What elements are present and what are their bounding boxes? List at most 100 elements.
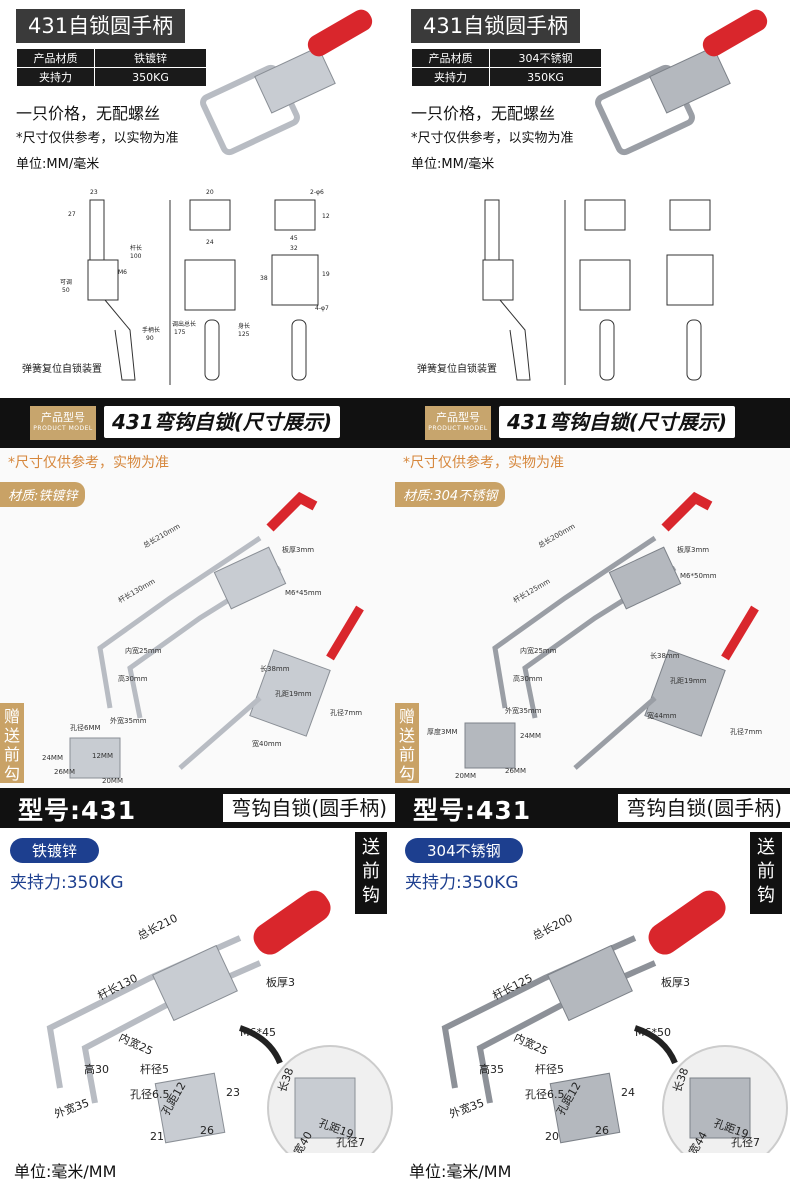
- dim-label: 手柄长: [142, 326, 160, 334]
- price-note: 一只价格，无配螺丝: [16, 104, 161, 123]
- model-desc: 弯钩自锁(圆手柄): [618, 794, 790, 822]
- model-tag-en: PRODUCT MODEL: [33, 425, 93, 432]
- unit-note: 单位:毫米/MM: [409, 1162, 512, 1181]
- dim-label: 孔径6.5: [130, 1088, 170, 1101]
- dim-label: 板厚3: [266, 975, 295, 989]
- dim-label: 长38mm: [260, 664, 290, 673]
- dimension-photo: 总长200mm 杆长125mm 板厚3mm M6*50mm 内宽25mm 高30…: [427, 491, 762, 780]
- dim-label: 总长210: [135, 911, 180, 943]
- dim-label: 总长210mm: [142, 521, 182, 549]
- dim-label: 杆径5: [140, 1062, 169, 1076]
- dim-label: 总长200: [530, 911, 575, 943]
- dimension-photo: 总长210mm 杆长130mm 板厚3mm M6*45mm 内宽25mm 高30…: [42, 491, 364, 785]
- dim-label: 孔径7: [336, 1136, 365, 1149]
- material-pill: 铁镀锌: [10, 838, 100, 863]
- dim-label: M6*50mm: [680, 572, 717, 580]
- product-title: 431自锁圆手柄: [16, 9, 186, 43]
- dim-label: 20MM: [455, 772, 476, 780]
- gift-char: 前: [757, 861, 775, 882]
- dim-label: 2-φ6: [310, 189, 324, 196]
- gift-char: 送: [757, 837, 775, 858]
- dim-label: 宽40mm: [252, 739, 282, 748]
- dim-label: 内宽25mm: [520, 646, 557, 655]
- dim-label: 杆径5: [535, 1062, 564, 1076]
- dim-label: 32: [290, 245, 298, 252]
- dim-label: 100: [130, 253, 142, 260]
- dim-label: 板厚3: [661, 975, 690, 989]
- gift-char: 勾: [398, 764, 415, 783]
- bottom-right-panel: 304不锈钢 夹持力:350KG 送 前 钩 总长200 杆长125 板厚3 M…: [395, 828, 790, 1192]
- dimension-photo: 总长210 杆长130 板厚3 M6*45 内宽25 高30 杆径5 外宽35 …: [46, 890, 393, 1153]
- dim-label: 50: [62, 287, 70, 294]
- gift-char: 前: [398, 745, 415, 764]
- gift-char: 前: [3, 745, 20, 764]
- model-band-bottom-left: 型号:431 弯钩自锁(圆手柄): [0, 788, 395, 828]
- gift-char: 赠: [398, 707, 415, 726]
- size-note: *尺寸仅供参考，以实物为准: [411, 131, 574, 146]
- gift-char: 赠: [3, 707, 20, 726]
- gift-hook-badge: 赠 送 前 勾: [0, 703, 24, 783]
- dim-label: 内宽25: [512, 1030, 551, 1058]
- gift-hook-badge: 送 前 钩: [750, 832, 782, 914]
- dim-label: 杆长130mm: [117, 576, 157, 604]
- mid-right-panel: *尺寸仅供参考，实物为准 材质:304不锈钢 赠 送 前 勾 总长200mm 杆…: [395, 448, 790, 788]
- dim-label: 20: [206, 189, 214, 196]
- model-tag: 产品型号 PRODUCT MODEL: [30, 406, 96, 440]
- dim-label: 26MM: [54, 768, 75, 776]
- model-band-left: 产品型号 PRODUCT MODEL 431弯钩自锁(尺寸展示): [0, 398, 395, 448]
- dim-label: 20: [545, 1130, 559, 1143]
- dim-label: 高30mm: [513, 674, 543, 683]
- gift-char: 送: [362, 837, 380, 858]
- model-tag-cn: 产品型号: [436, 411, 480, 424]
- dim-label: 孔距19mm: [275, 690, 312, 698]
- dim-label: 长38mm: [650, 651, 680, 660]
- technical-drawing: 弹簧复位自锁装置: [417, 199, 714, 385]
- dim-label: 孔径7mm: [730, 727, 762, 736]
- model-title: 431弯钩自锁(尺寸展示): [104, 406, 341, 438]
- model-tag-en: PRODUCT MODEL: [428, 425, 488, 432]
- dim-label: 19: [322, 271, 330, 278]
- dim-label: 26: [595, 1124, 609, 1137]
- dim-label: 板厚3mm: [677, 545, 709, 554]
- dim-label: 调出总长: [172, 320, 196, 328]
- dim-label: 38: [260, 275, 268, 282]
- bottom-left-panel: 铁镀锌 夹持力:350KG 送 前 钩 总长210 杆长130 板厚3 M6*4…: [0, 828, 395, 1192]
- dim-label: 杆长125mm: [512, 576, 552, 604]
- dim-label: 26MM: [505, 767, 526, 775]
- dim-label: 外宽35mm: [505, 706, 542, 715]
- dim-label: 身长: [238, 322, 250, 330]
- gift-char: 送: [3, 726, 20, 745]
- dim-label: M6: [118, 269, 127, 276]
- dim-label: 125: [238, 331, 250, 338]
- size-note: *尺寸仅供参考，实物为准: [403, 455, 564, 471]
- material-label: 材质:铁镀锌: [0, 482, 86, 507]
- spec-key: 夹持力: [16, 67, 95, 87]
- dim-label: 高35: [479, 1062, 504, 1076]
- size-note: *尺寸仅供参考，实物为准: [8, 455, 169, 471]
- dim-label: 23: [90, 189, 98, 196]
- dim-label: 27: [68, 211, 76, 218]
- model-number: 型号:431: [413, 796, 532, 825]
- model-desc: 弯钩自锁(圆手柄): [223, 794, 395, 822]
- mid-left-panel: *尺寸仅供参考，实物为准 材质:铁镀锌 赠 送 前 勾 总长210mm 杆长13…: [0, 448, 395, 788]
- dim-label: 总长200mm: [537, 521, 577, 549]
- spec-key: 产品材质: [16, 48, 95, 68]
- dim-label: 45: [290, 235, 298, 242]
- dim-label: M6*45mm: [285, 589, 322, 597]
- dim-label: 23: [226, 1086, 240, 1099]
- dim-label: 杆长: [130, 244, 142, 252]
- dim-label: 24: [621, 1086, 635, 1099]
- dim-label: 高30mm: [118, 674, 148, 683]
- dim-label: 26: [200, 1124, 214, 1137]
- latch-photo: [595, 9, 768, 156]
- dim-label: 可调: [60, 278, 72, 286]
- dim-label: 175: [174, 329, 186, 336]
- dim-label: 外宽35mm: [110, 716, 147, 725]
- clamp-force: 夹持力:350KG: [405, 873, 519, 893]
- dim-label: 外宽35: [52, 1095, 91, 1120]
- dim-label: 12MM: [92, 752, 113, 760]
- gift-char: 前: [362, 861, 380, 882]
